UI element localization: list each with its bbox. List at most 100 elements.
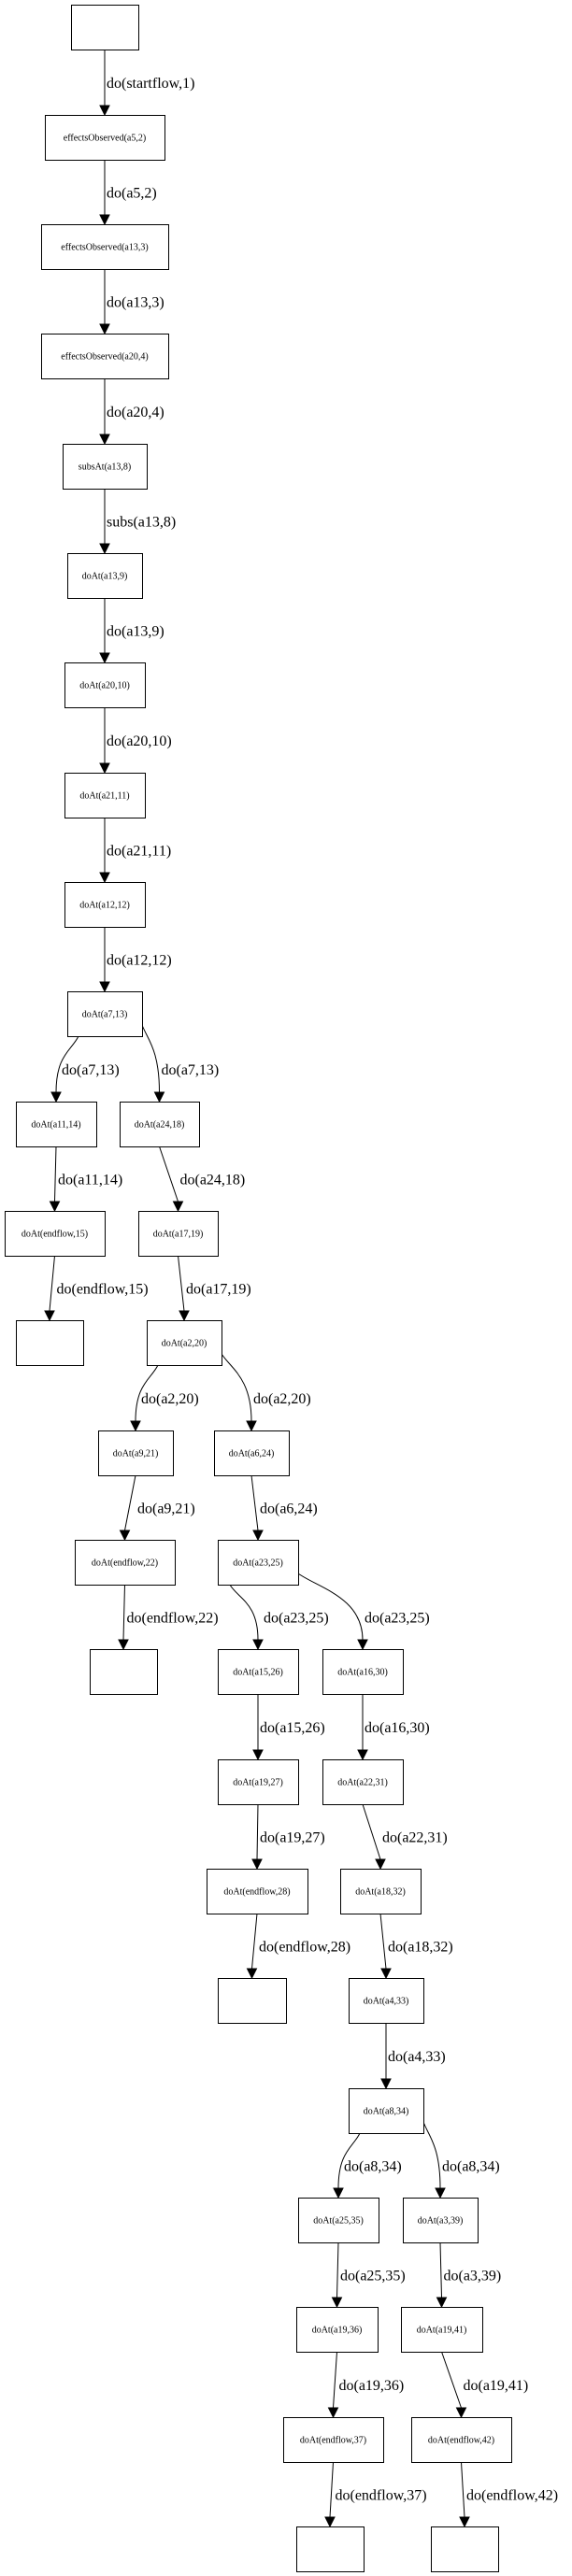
edge-label: do(a9,21) [137, 1501, 195, 1517]
state-node: doAt(a21,11) [64, 773, 146, 818]
state-node: effectsObserved(a20,4) [41, 334, 169, 379]
state-node: doAt(a12,12) [64, 882, 146, 928]
state-node: effectsObserved(a5,2) [45, 115, 165, 161]
node-label: doAt(a2,20) [162, 1339, 207, 1349]
node-label: effectsObserved(a20,4) [61, 352, 148, 363]
edge: subs(a13,8) [99, 489, 176, 555]
arrowhead-icon [99, 214, 110, 226]
state-node: doAt(a2,20) [147, 1320, 222, 1366]
edge-line [439, 2242, 442, 2298]
edge: do(endflow,28) [246, 1913, 350, 1980]
edge-label: do(endflow,37) [336, 2488, 427, 2504]
state-node: doAt(a18,32) [340, 1869, 422, 1914]
node-label: doAt(endflow,28) [223, 1887, 290, 1898]
arrowhead-icon [50, 1091, 62, 1103]
terminal-node [218, 1978, 287, 2024]
edge-line [329, 2461, 334, 2518]
node-box [283, 2417, 384, 2463]
edge-line [333, 2351, 337, 2409]
edge: do(endflow,42) [459, 2461, 558, 2528]
arrowhead-icon [172, 1201, 184, 1213]
node-box [67, 553, 143, 599]
edge-label: do(a11,14) [58, 1173, 122, 1188]
state-node: doAt(a9,21) [98, 1430, 174, 1476]
node-box [90, 1649, 158, 1695]
arrowhead-icon [99, 323, 110, 335]
state-node: doAt(endflow,28) [207, 1869, 308, 1914]
node-label: doAt(a9,21) [113, 1449, 159, 1459]
edge-line [379, 1913, 387, 1970]
edge-label: do(a13,3) [107, 295, 164, 311]
node-box [147, 1320, 222, 1366]
edge-label: do(a19,27) [260, 1830, 325, 1846]
edge: do(endflow,22) [118, 1584, 219, 1651]
edge-label: do(a21,11) [107, 844, 171, 860]
state-node: doAt(a15,26) [218, 1649, 299, 1695]
arrowhead-icon [44, 1310, 55, 1322]
edge-line [229, 1584, 259, 1641]
edge: do(a12,12) [99, 927, 172, 993]
state-node: doAt(a8,34) [349, 2088, 424, 2134]
edge-label: do(startflow,1) [107, 76, 195, 92]
arrowhead-icon [99, 105, 110, 117]
arrowhead-icon [251, 1858, 263, 1871]
edge-label: do(a3,39) [444, 2269, 502, 2284]
node-label: doAt(endflow,15) [21, 1230, 88, 1240]
edge: do(a24,18) [159, 1146, 245, 1213]
node-box [411, 2417, 512, 2463]
arrowhead-icon [179, 1310, 190, 1322]
edge: do(a8,34) [422, 2121, 500, 2199]
edge-label: do(a25,35) [340, 2269, 406, 2284]
node-label: doAt(a11,14) [31, 1120, 80, 1131]
arrowhead-icon [252, 1530, 264, 1542]
node-label: doAt(a7,13) [82, 1010, 128, 1020]
arrowhead-icon [375, 1858, 386, 1871]
node-box [64, 662, 146, 708]
node-label: doAt(a8,34) [364, 2107, 409, 2117]
node-box [322, 1759, 404, 1805]
node-label: doAt(a23,25) [233, 1558, 283, 1569]
edge-label: do(endflow,42) [466, 2488, 558, 2504]
state-node: subsAt(a13,8) [63, 444, 148, 490]
node-box [401, 2307, 483, 2353]
node-label: doAt(a17,19) [153, 1230, 204, 1240]
arrowhead-icon [153, 1091, 165, 1103]
state-node: effectsObserved(a13,3) [41, 224, 169, 270]
node-label: subsAt(a13,8) [79, 463, 131, 473]
arrowhead-icon [380, 2078, 392, 2090]
terminal-node [71, 5, 139, 50]
edge: do(a19,27) [251, 1803, 325, 1871]
state-node: doAt(a11,14) [16, 1102, 97, 1147]
edge: do(a17,19) [178, 1255, 251, 1322]
edge: do(a22,31) [362, 1803, 448, 1871]
arrowhead-icon [327, 2407, 339, 2419]
edge: do(a7,13) [50, 1035, 120, 1103]
edge-label: do(a19,41) [464, 2378, 529, 2394]
arrowhead-icon [436, 2297, 448, 2309]
edge-line [337, 2132, 361, 2189]
arrowhead-icon [455, 2407, 467, 2419]
node-box [16, 1320, 84, 1366]
state-node: doAt(endflow,15) [5, 1211, 106, 1257]
node-box [298, 2198, 379, 2243]
edge-line [256, 1803, 259, 1860]
edge-line [422, 2121, 441, 2189]
node-box [349, 1978, 424, 2024]
node-box [45, 115, 165, 161]
node-label: doAt(a25,35) [313, 2216, 364, 2227]
state-node: doAt(endflow,37) [283, 2417, 384, 2463]
terminal-node [90, 1649, 158, 1695]
node-label: doAt(a12,12) [79, 901, 130, 911]
arrowhead-icon [99, 872, 110, 884]
arrowhead-icon [130, 1420, 141, 1432]
edge-label: do(a5,2) [107, 186, 157, 202]
edge-line [141, 1024, 160, 1093]
edge-label: do(a12,12) [107, 953, 172, 969]
state-node: doAt(a3,39) [403, 2198, 479, 2243]
edges-layer: do(startflow,1)do(a5,2)do(a13,3)do(a20,4… [44, 50, 558, 2528]
state-node: doAt(a16,30) [322, 1649, 404, 1695]
arrowhead-icon [333, 2187, 344, 2199]
edge: do(a15,26) [252, 1694, 325, 1761]
edge: do(a19,41) [441, 2351, 529, 2419]
arrowhead-icon [246, 1968, 258, 1980]
